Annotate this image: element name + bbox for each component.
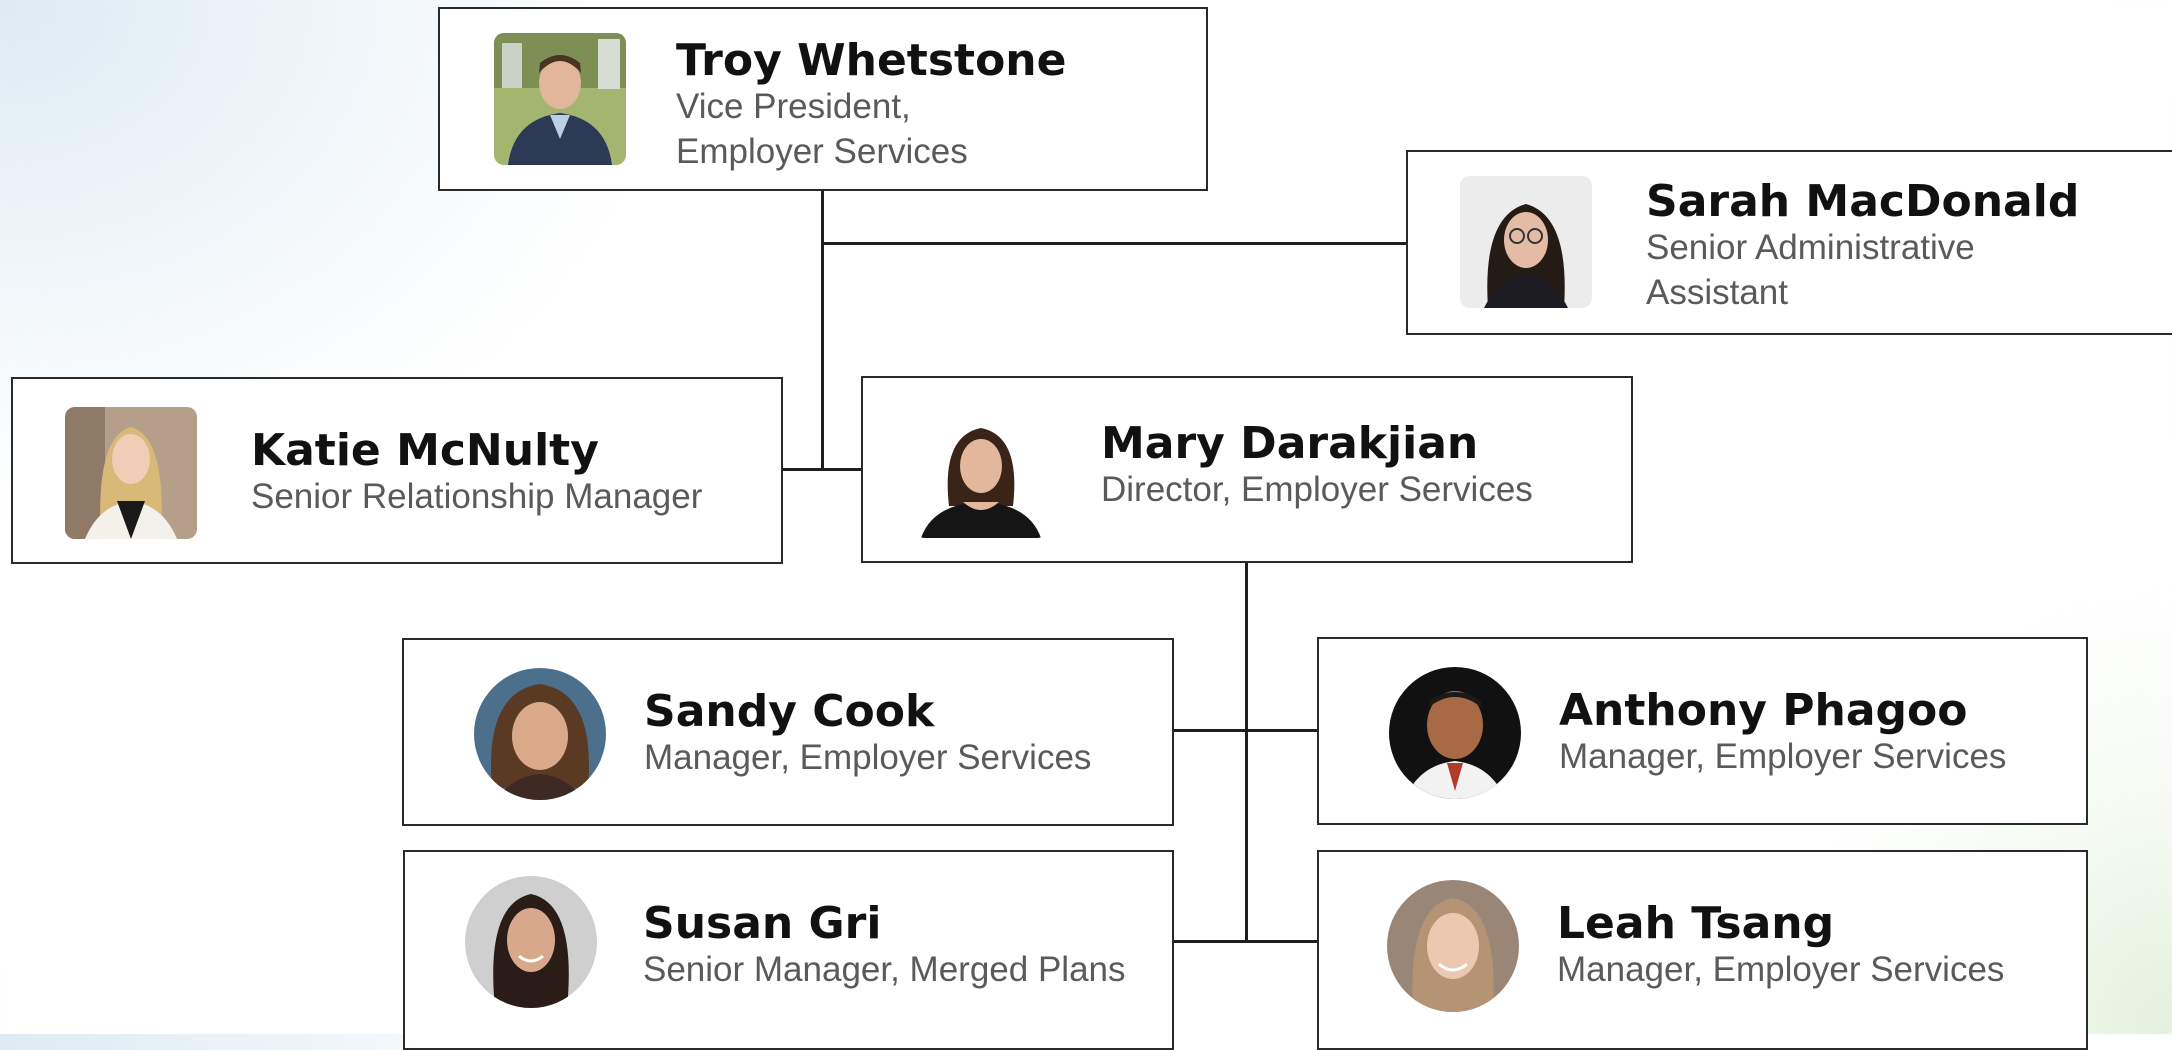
person-title-line-1: Senior Manager, Merged Plans [643,950,1126,989]
org-card-troy-whetstone[interactable]: Troy Whetstone Vice President, Employer … [438,7,1208,191]
person-title-line-1: Director, Employer Services [1101,470,1533,509]
org-card-sarah-macdonald[interactable]: Sarah MacDonald Senior Administrative As… [1406,150,2172,335]
avatar [1389,667,1521,799]
person-title-line-2: Assistant [1646,273,1788,312]
person-name: Sarah MacDonald [1646,176,2080,227]
avatar [915,406,1047,538]
person-name: Mary Darakjian [1101,418,1479,469]
connector-troy-down [821,191,824,471]
person-title-line-1: Manager, Employer Services [1557,950,2005,989]
org-card-anthony-phagoo[interactable]: Anthony Phagoo Manager, Employer Service… [1317,637,2088,825]
avatar [1387,880,1519,1012]
connector-katie-mary [782,468,862,471]
person-name: Katie McNulty [251,425,599,476]
connector-susan-leah [1173,940,1318,943]
org-card-mary-darakjian[interactable]: Mary Darakjian Director, Employer Servic… [861,376,1633,563]
org-card-sandy-cook[interactable]: Sandy Cook Manager, Employer Services [402,638,1174,826]
connector-mary-down [1245,562,1248,943]
person-title-line-1: Senior Relationship Manager [251,477,703,516]
org-card-katie-mcnulty[interactable]: Katie McNulty Senior Relationship Manage… [11,377,783,564]
person-title-line-1: Senior Administrative [1646,228,1975,267]
person-title-line-1: Manager, Employer Services [1559,737,2007,776]
org-card-leah-tsang[interactable]: Leah Tsang Manager, Employer Services [1317,850,2088,1050]
avatar [474,668,606,800]
avatar [65,407,197,539]
person-name: Troy Whetstone [676,35,1067,86]
connector-sandy-anthony [1173,729,1318,732]
person-title-line-2: Employer Services [676,132,968,171]
org-card-susan-gri[interactable]: Susan Gri Senior Manager, Merged Plans [403,850,1174,1050]
person-title-line-1: Manager, Employer Services [644,738,1092,777]
avatar [465,876,597,1008]
person-name: Leah Tsang [1557,898,1835,949]
person-name: Anthony Phagoo [1559,685,1968,736]
avatar [494,33,626,165]
person-name: Sandy Cook [644,686,935,737]
avatar [1460,176,1592,308]
person-name: Susan Gri [643,898,882,949]
person-title-line-1: Vice President, [676,87,911,126]
connector-to-sarah [821,242,1407,245]
